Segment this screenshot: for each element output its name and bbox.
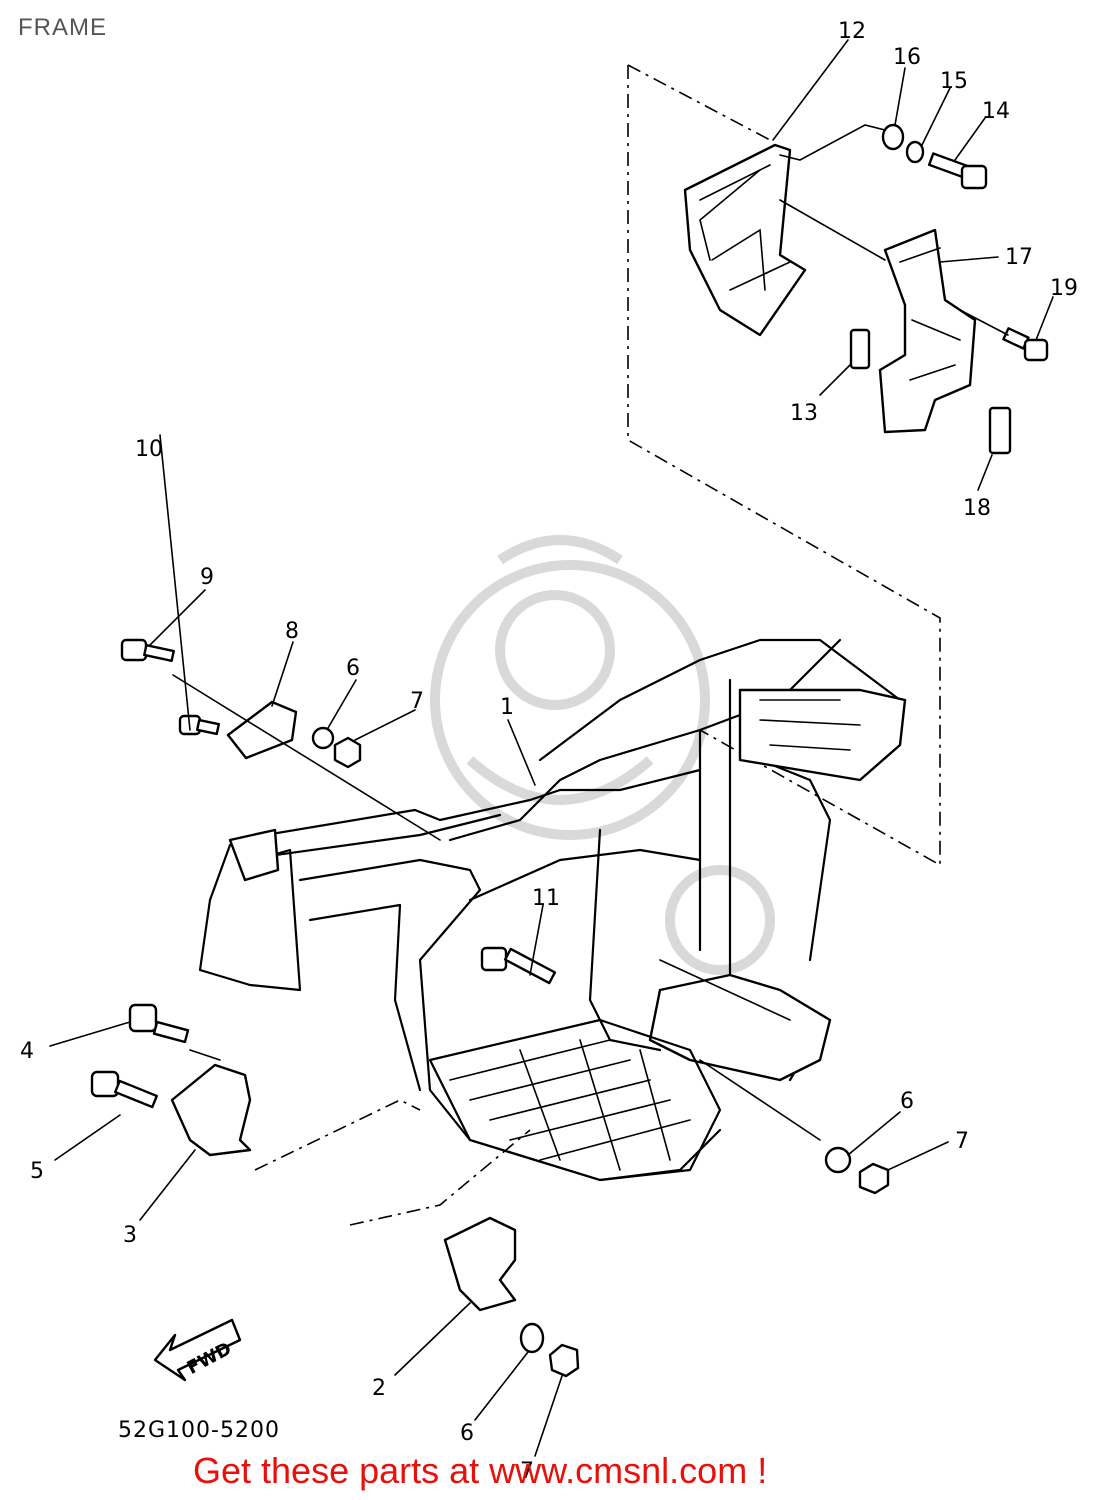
subassembly-outline (627, 64, 941, 867)
fwd-direction-icon: FWD (153, 1318, 242, 1382)
pad-13 (849, 328, 871, 370)
callout-13: 13 (790, 401, 818, 426)
callout-1: 1 (500, 695, 514, 720)
callout-10: 10 (135, 437, 163, 462)
spring-washer-15 (905, 140, 925, 164)
nut-7-bottom (548, 1343, 580, 1378)
callout-9: 9 (200, 565, 214, 590)
bolt-14 (927, 152, 988, 190)
washer-6-upper (311, 726, 335, 750)
main-frame-1 (198, 638, 907, 1182)
callout-6-bottom: 6 (460, 1421, 474, 1446)
washer-16 (881, 123, 905, 151)
callout-8: 8 (285, 619, 299, 644)
callout-17: 17 (1005, 245, 1033, 270)
callout-6-right: 6 (900, 1089, 914, 1114)
callout-4: 4 (20, 1039, 34, 1064)
page-title: FRAME (18, 14, 107, 41)
callout-18: 18 (963, 496, 991, 521)
parts-shop-link[interactable]: Get these parts at www.cmsnl.com ! (193, 1450, 768, 1491)
bolt-11 (480, 946, 557, 985)
bracket-3 (170, 1063, 252, 1157)
bolt-4 (128, 1003, 190, 1044)
watermark-logo (430, 535, 775, 975)
callout-11: 11 (532, 886, 560, 911)
callout-labels: 1 2 3 4 5 6 6 6 7 7 7 8 9 10 11 12 13 14… (20, 19, 1078, 1484)
callout-2: 2 (372, 1376, 386, 1401)
drawing-number: 52G100-5200 (118, 1418, 280, 1443)
callout-5: 5 (30, 1159, 44, 1184)
callout-16: 16 (893, 45, 921, 70)
washer-6-right (824, 1146, 852, 1174)
callout-15: 15 (940, 69, 968, 94)
battery-box-bracket-12 (683, 143, 886, 337)
pad-18 (988, 406, 1012, 455)
callout-3: 3 (123, 1223, 137, 1248)
callout-7-upper: 7 (410, 689, 424, 714)
callout-19: 19 (1050, 276, 1078, 301)
cover-17 (878, 228, 977, 434)
bolt-5 (90, 1070, 158, 1109)
nut-7-upper (333, 736, 362, 769)
callout-14: 14 (982, 99, 1010, 124)
washer-6-bottom (519, 1322, 545, 1354)
bracket-2 (443, 1216, 517, 1312)
bolt-10 (178, 714, 221, 736)
callout-6-upper: 6 (346, 656, 360, 681)
callout-7-right: 7 (955, 1129, 969, 1154)
bolt-19 (1002, 327, 1049, 362)
leader-lines (49, 39, 1054, 1457)
callout-7-bottom: 7 (520, 1459, 534, 1484)
nut-7-right (858, 1162, 890, 1195)
bolt-9 (120, 638, 175, 663)
callout-12: 12 (838, 19, 866, 44)
